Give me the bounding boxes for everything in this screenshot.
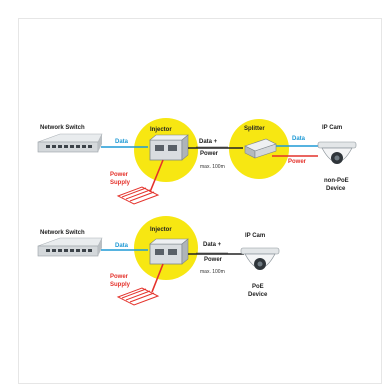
data-label-bottom: Data	[115, 243, 128, 249]
data-label-top: Data	[115, 139, 128, 145]
injector-icon-top	[150, 135, 188, 160]
device-label-top-1: non-PoE	[324, 178, 349, 184]
data-power-label-top-2: Power	[200, 151, 218, 157]
network-switch-icon-top	[38, 134, 102, 152]
camera-icon-top	[318, 142, 356, 164]
data-power-label-bottom-1: Data +	[203, 242, 221, 248]
distance-label-top: max. 100m	[200, 165, 225, 170]
power-supply-label-top-1: Power	[110, 172, 128, 178]
switch-label-top: Network Switch	[40, 125, 85, 131]
camera-icon-bottom	[241, 248, 279, 270]
switch-label-bottom: Network Switch	[40, 230, 85, 236]
device-label-top-2: Device	[326, 186, 345, 192]
power-supply-label-top-2: Supply	[110, 180, 130, 186]
camera-label-bottom: IP Cam	[245, 233, 265, 239]
injector-label-bottom: Injector	[150, 227, 172, 233]
out-data-label-top: Data	[292, 136, 305, 142]
out-power-label-top: Power	[288, 159, 306, 165]
data-power-label-top-1: Data +	[199, 139, 217, 145]
injector-icon-bottom	[150, 239, 188, 264]
splitter-label-top: Splitter	[244, 126, 265, 132]
distance-label-bottom: max. 100m	[200, 270, 225, 275]
camera-label-top: IP Cam	[322, 125, 342, 131]
power-supply-label-bottom-2: Supply	[110, 282, 130, 288]
device-label-bottom-1: PoE	[252, 284, 264, 290]
data-power-label-bottom-2: Power	[204, 257, 222, 263]
device-label-bottom-2: Device	[248, 292, 267, 298]
network-switch-icon-bottom	[38, 238, 102, 256]
power-supply-label-bottom-1: Power	[110, 274, 128, 280]
injector-label-top: Injector	[150, 127, 172, 133]
power-supply-icon-top	[118, 187, 158, 204]
